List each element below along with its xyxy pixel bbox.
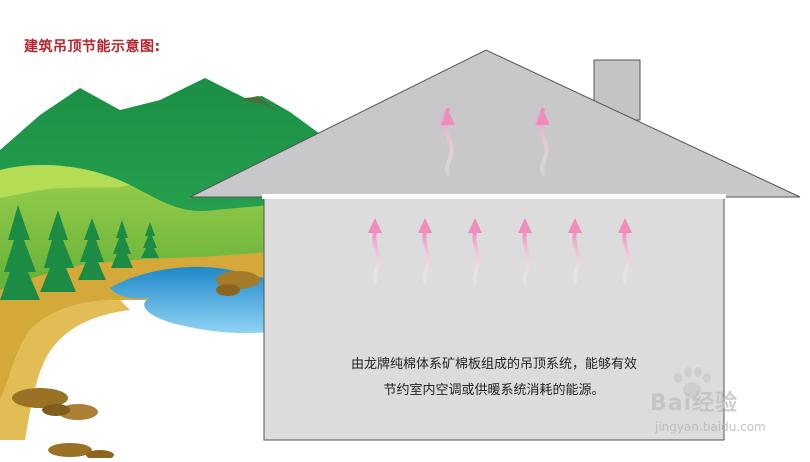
house-wall [262,194,726,441]
attic-heat-arrows [438,108,550,176]
watermark-url: jingyan.baidu.com [655,420,766,434]
watermark-brand: Bai经验 [650,391,739,416]
room-arrow-4 [518,218,532,284]
caption-line-1: 由龙牌纯棉体系矿棉板组成的吊顶系统，能够有效 [350,357,637,372]
diagram-caption: 由龙牌纯棉体系矿棉板组成的吊顶系统，能够有效 节约室内空调或供暖系统消耗的能源。 [264,352,724,404]
attic-arrow-2 [533,108,550,176]
room-arrow-6 [618,218,632,284]
room-arrow-1 [368,218,382,284]
rocks [12,271,260,460]
caption-line-2: 节约室内空调或供暖系统消耗的能源。 [383,383,605,398]
room-heat-arrows [368,218,632,284]
room-arrow-2 [418,218,432,284]
watermark-paw-icon [674,367,711,398]
diagram-title: 建筑吊顶节能示意图: [24,39,161,55]
trees [0,205,159,300]
house-roof [189,49,801,198]
room-arrow-5 [568,218,582,284]
room-arrow-3 [468,218,482,284]
attic-arrow-1 [438,108,455,176]
